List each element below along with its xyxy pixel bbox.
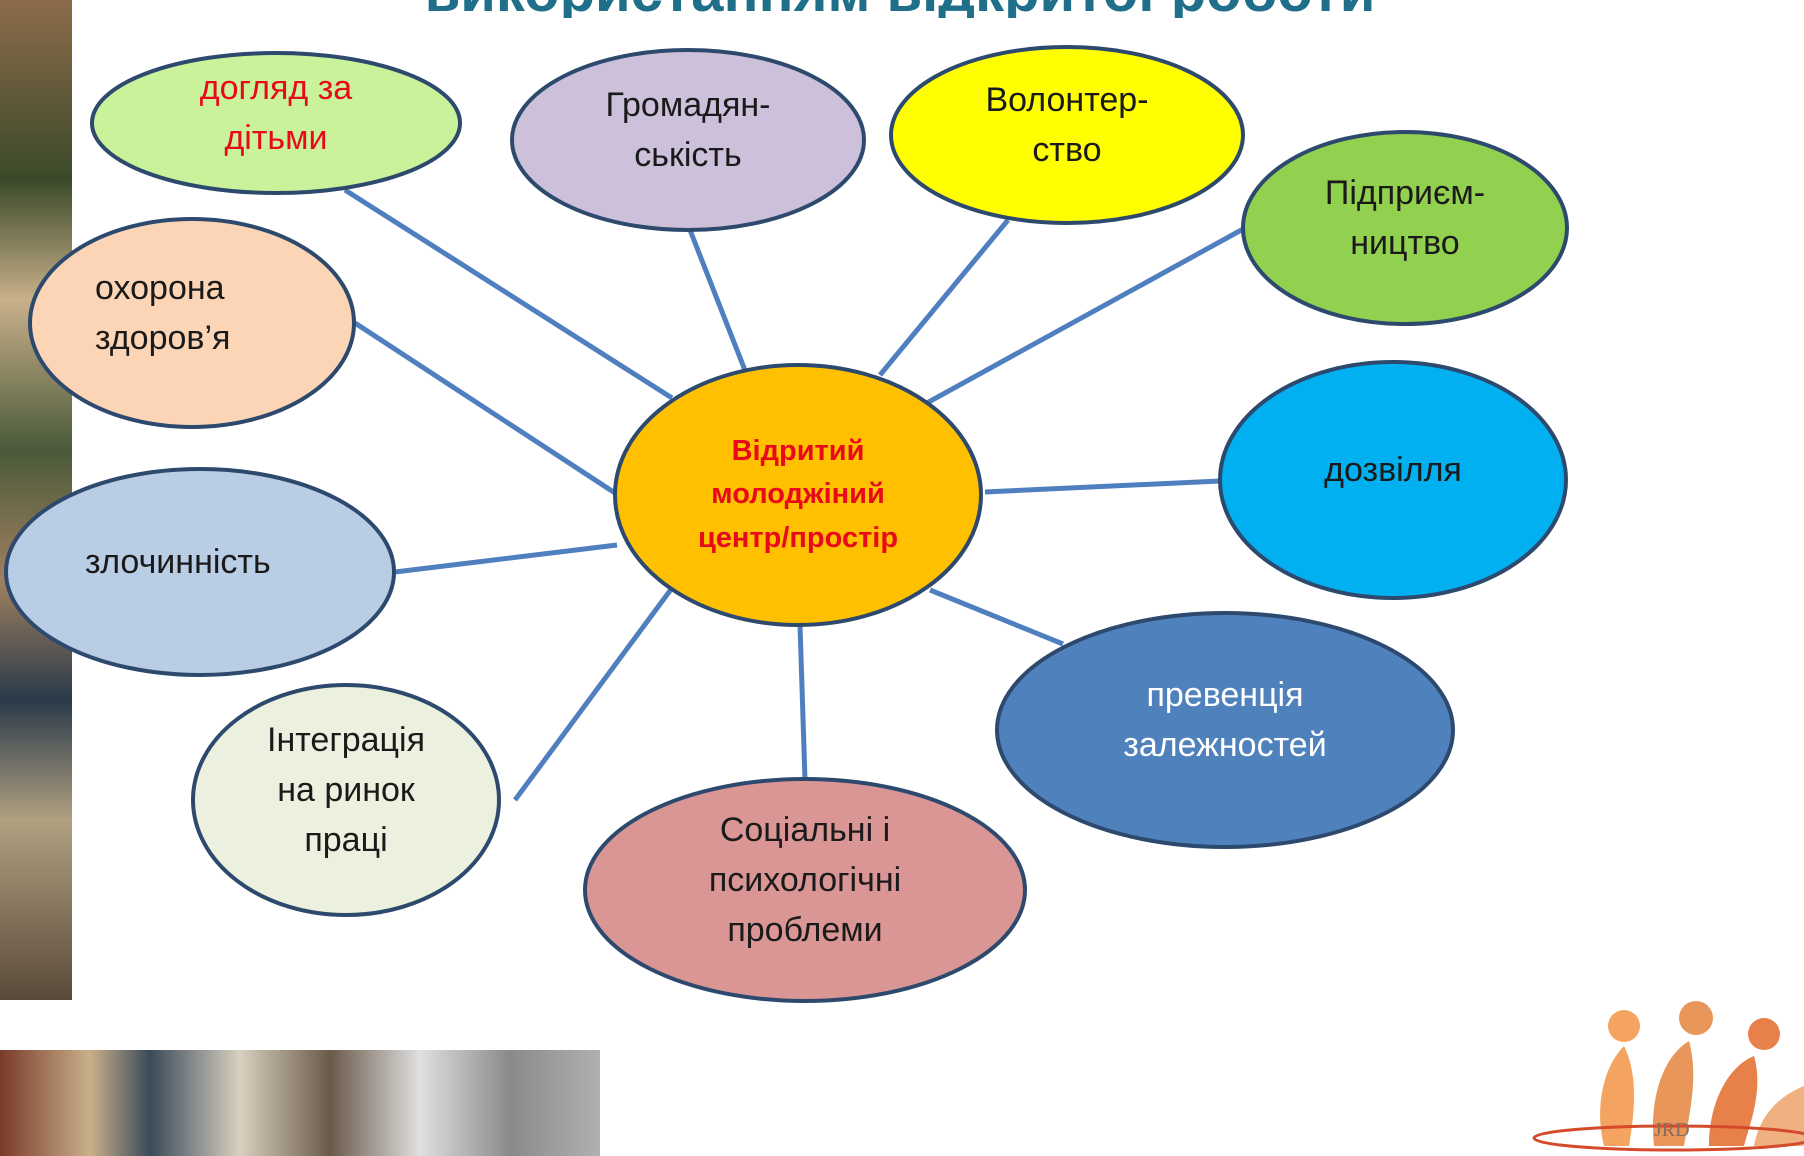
node-label-addiction: превенція залежностей	[1123, 675, 1327, 764]
connector-leisure	[984, 478, 1221, 495]
connector-childcare	[343, 187, 674, 401]
node-label-social: Соціальні і психологічні проблеми	[708, 810, 902, 950]
node-labor	[191, 683, 501, 917]
connector-volunteering	[878, 218, 1010, 377]
connector-social	[797, 624, 808, 781]
connector-citizenship	[687, 229, 751, 379]
node-label-childcare: догляд за дітьми	[199, 68, 353, 157]
logo-text: JRD	[1654, 1119, 1690, 1141]
center-label: Відритий молоджіний центр/простір	[697, 434, 899, 554]
connector-addiction	[929, 587, 1064, 647]
connector-health	[353, 320, 617, 496]
slide-title: використанням відкритої роботи	[300, 0, 1500, 18]
center-node	[613, 363, 983, 627]
people-icon	[1600, 1001, 1804, 1146]
node-label-citizenship: Громадян- ськість	[605, 85, 771, 174]
node-label-leisure: дозвілля	[1324, 450, 1462, 489]
jrd-logo: JRD	[1532, 1001, 1804, 1152]
node-health	[28, 217, 356, 429]
node-label-labor: Інтеграція на ринок праці	[267, 720, 425, 860]
node-citizenship	[510, 48, 866, 232]
node-label-entrepreneurship: Підприєм- ництво	[1324, 173, 1486, 262]
node-addiction	[995, 611, 1455, 849]
node-volunteering	[889, 45, 1245, 225]
node-crime	[4, 467, 396, 677]
connector-entrepreneurship	[903, 225, 1247, 418]
connector-crime	[394, 542, 618, 575]
node-social	[583, 777, 1027, 1003]
node-entrepreneurship	[1241, 130, 1569, 326]
node-leisure	[1218, 360, 1568, 600]
connector-labor	[512, 586, 675, 802]
logo-swoosh	[1532, 1124, 1804, 1152]
node-childcare	[90, 51, 462, 195]
node-label-health: охорона здоров’я	[95, 268, 231, 357]
photo-collage-bottom	[0, 1050, 600, 1156]
node-label-crime: злочинність	[85, 542, 271, 581]
node-label-volunteering: Волонтер- ство	[985, 80, 1149, 169]
